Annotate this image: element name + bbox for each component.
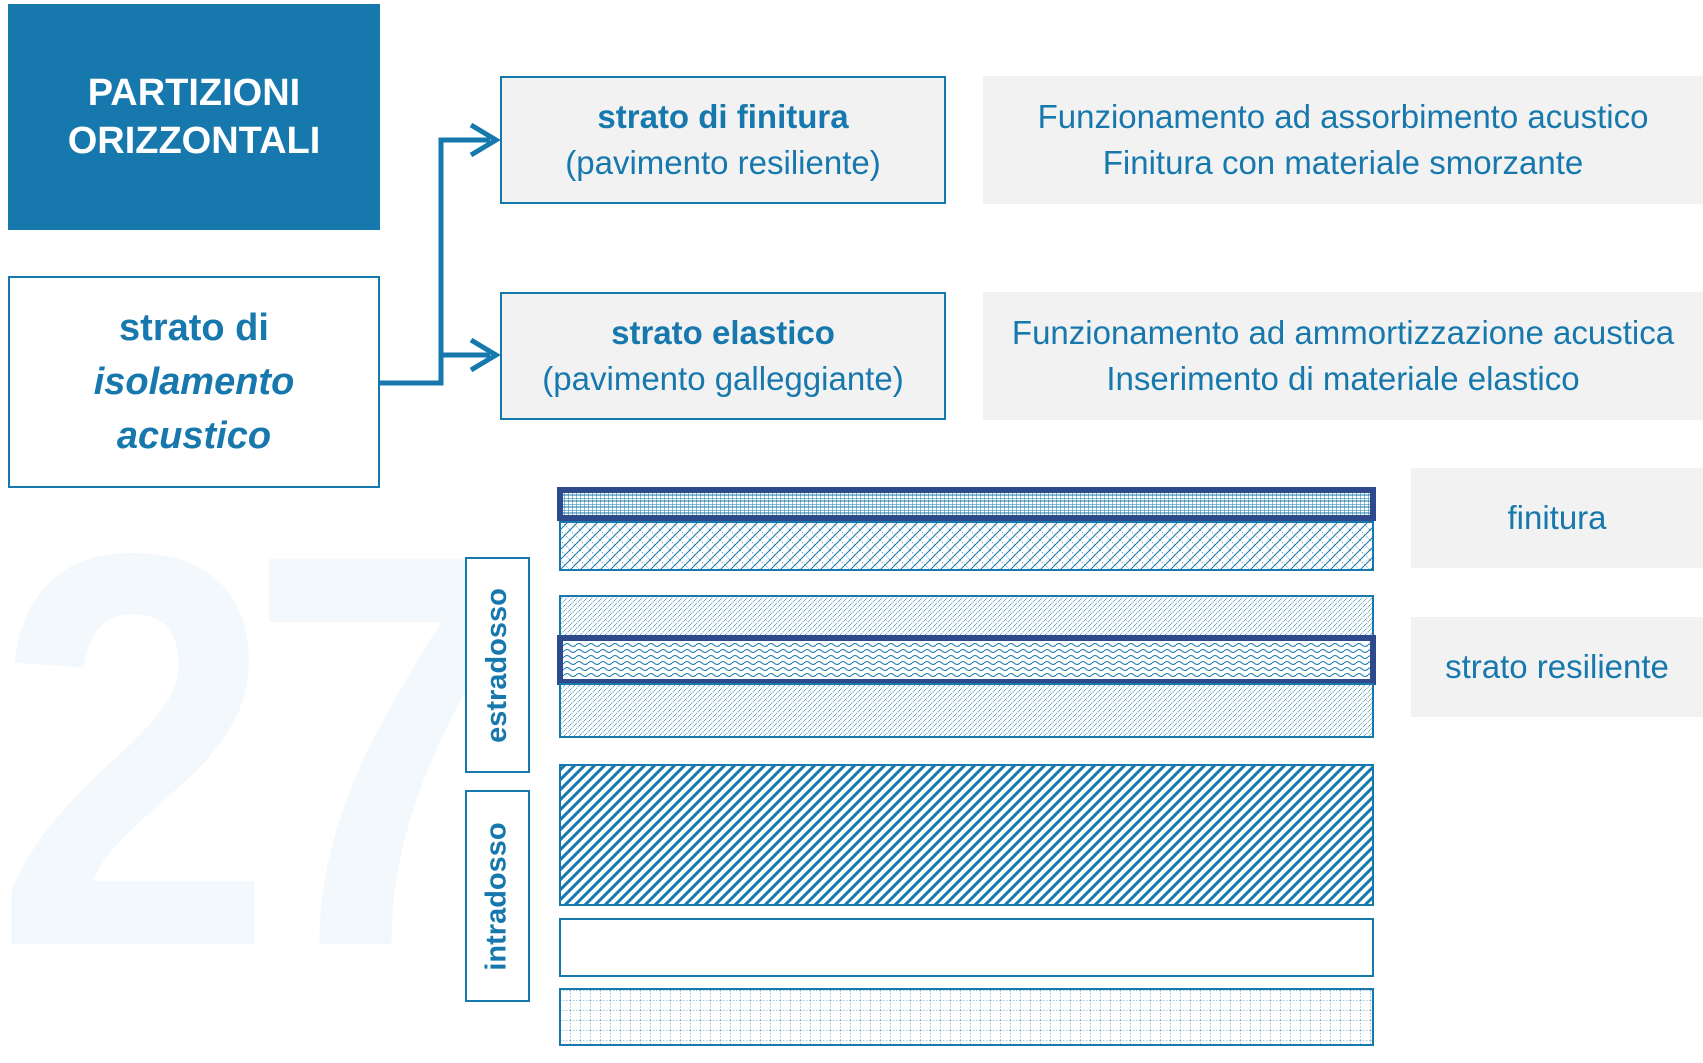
- layer-name: strato elastico: [611, 314, 835, 351]
- layer-slab: [559, 764, 1374, 906]
- arrow-right-icon: [469, 122, 501, 158]
- description-finish: Funzionamento ad assorbimento acustico F…: [983, 76, 1703, 204]
- layer-box-elastic: strato elastico (pavimento galleggiante): [500, 292, 946, 420]
- description-line-1: Funzionamento ad ammortizzazione acustic…: [1011, 314, 1675, 351]
- description-elastic: Funzionamento ad ammortizzazione acustic…: [983, 292, 1703, 420]
- layer-detail: (pavimento galleggiante): [542, 360, 904, 397]
- layer-upper-fill: [559, 595, 1374, 639]
- arrow-right-icon: [469, 337, 501, 373]
- description-line-2: Finitura con materiale smorzante: [1102, 144, 1584, 181]
- layer-lower-fill: [559, 683, 1374, 738]
- subject-line-1: strato di: [119, 307, 269, 349]
- subject-line-3: acustico: [116, 415, 272, 457]
- subject-box: strato di isolamento acustico: [8, 276, 380, 488]
- title-line-2: ORIZZONTALI: [67, 120, 321, 162]
- layer-detail: (pavimento resiliente): [565, 144, 881, 181]
- section-label-estradosso: estradosso: [465, 557, 530, 773]
- side-label-strato-resiliente: strato resiliente: [1411, 617, 1703, 717]
- layer-name: strato di finitura: [597, 98, 849, 135]
- section-label-intradosso: intradosso: [465, 790, 530, 1002]
- description-line-1: Funzionamento ad assorbimento acustico: [1037, 98, 1649, 135]
- subject-line-2: isolamento: [93, 361, 295, 403]
- layer-finish-top: [557, 487, 1376, 521]
- layer-void: [559, 918, 1374, 977]
- title-line-1: PARTIZIONI: [87, 72, 301, 114]
- side-label-finitura: finitura: [1411, 468, 1703, 568]
- layer-resilient: [557, 635, 1376, 685]
- page-title: PARTIZIONI ORIZZONTALI: [8, 4, 380, 230]
- layer-box-finish: strato di finitura (pavimento resiliente…: [500, 76, 946, 204]
- layer-ceiling: [559, 988, 1374, 1046]
- connector-line-finish: [380, 137, 490, 386]
- description-line-2: Inserimento di materiale elastico: [1106, 360, 1580, 397]
- layer-screed: [559, 521, 1374, 571]
